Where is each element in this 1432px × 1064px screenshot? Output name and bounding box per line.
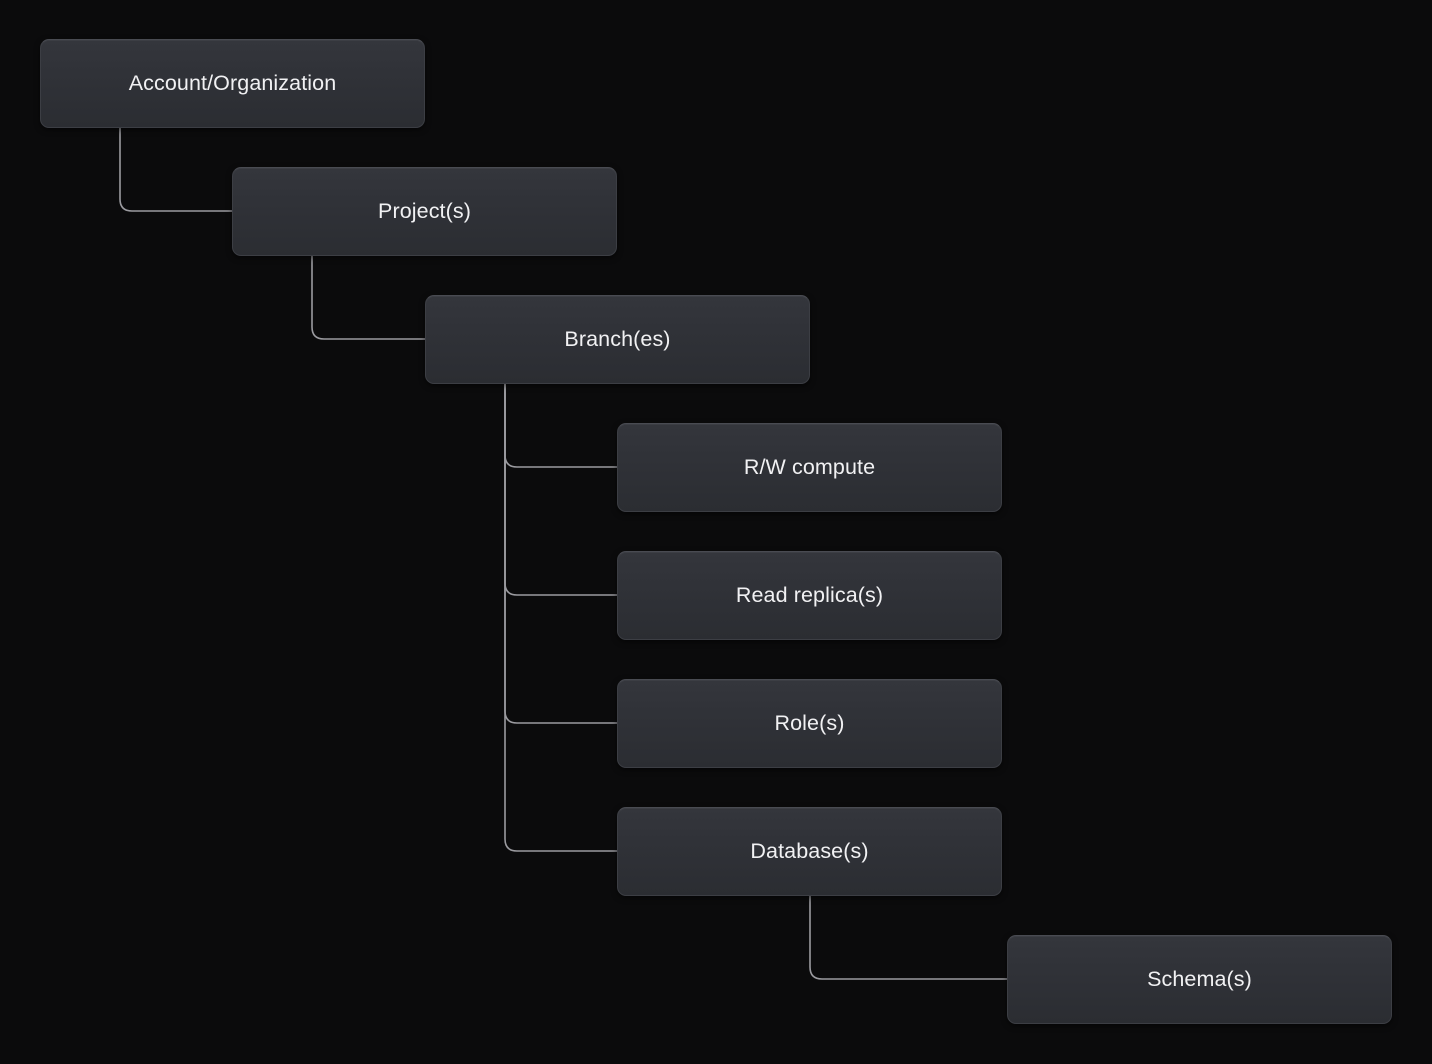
node-label-schema: Schema(s) xyxy=(1147,966,1252,991)
node-label-role: Role(s) xyxy=(774,710,845,735)
connector-branch-to-read-replica xyxy=(504,383,618,596)
connector-branch-to-role xyxy=(504,383,618,724)
node-label-branch: Branch(es) xyxy=(564,326,671,351)
node-read-replica[interactable]: Read replica(s) xyxy=(617,551,1002,640)
node-label-account: Account/Organization xyxy=(128,70,337,95)
connector-account-to-project xyxy=(119,127,233,212)
node-rw-compute[interactable]: R/W compute xyxy=(617,423,1002,512)
connector-branch-to-database xyxy=(504,383,618,852)
node-database[interactable]: Database(s) xyxy=(617,807,1002,896)
node-account[interactable]: Account/Organization xyxy=(40,39,425,128)
node-label-database: Database(s) xyxy=(750,838,869,863)
node-project[interactable]: Project(s) xyxy=(232,167,617,256)
node-role[interactable]: Role(s) xyxy=(617,679,1002,768)
node-label-rw-compute: R/W compute xyxy=(743,454,876,479)
node-label-project: Project(s) xyxy=(378,198,471,223)
connector-database-to-schema xyxy=(809,895,1008,980)
connector-project-to-branch xyxy=(311,255,426,340)
node-schema[interactable]: Schema(s) xyxy=(1007,935,1392,1024)
node-branch[interactable]: Branch(es) xyxy=(425,295,810,384)
node-label-read-replica: Read replica(s) xyxy=(735,582,884,607)
connector-branch-to-rw-compute xyxy=(504,383,618,468)
